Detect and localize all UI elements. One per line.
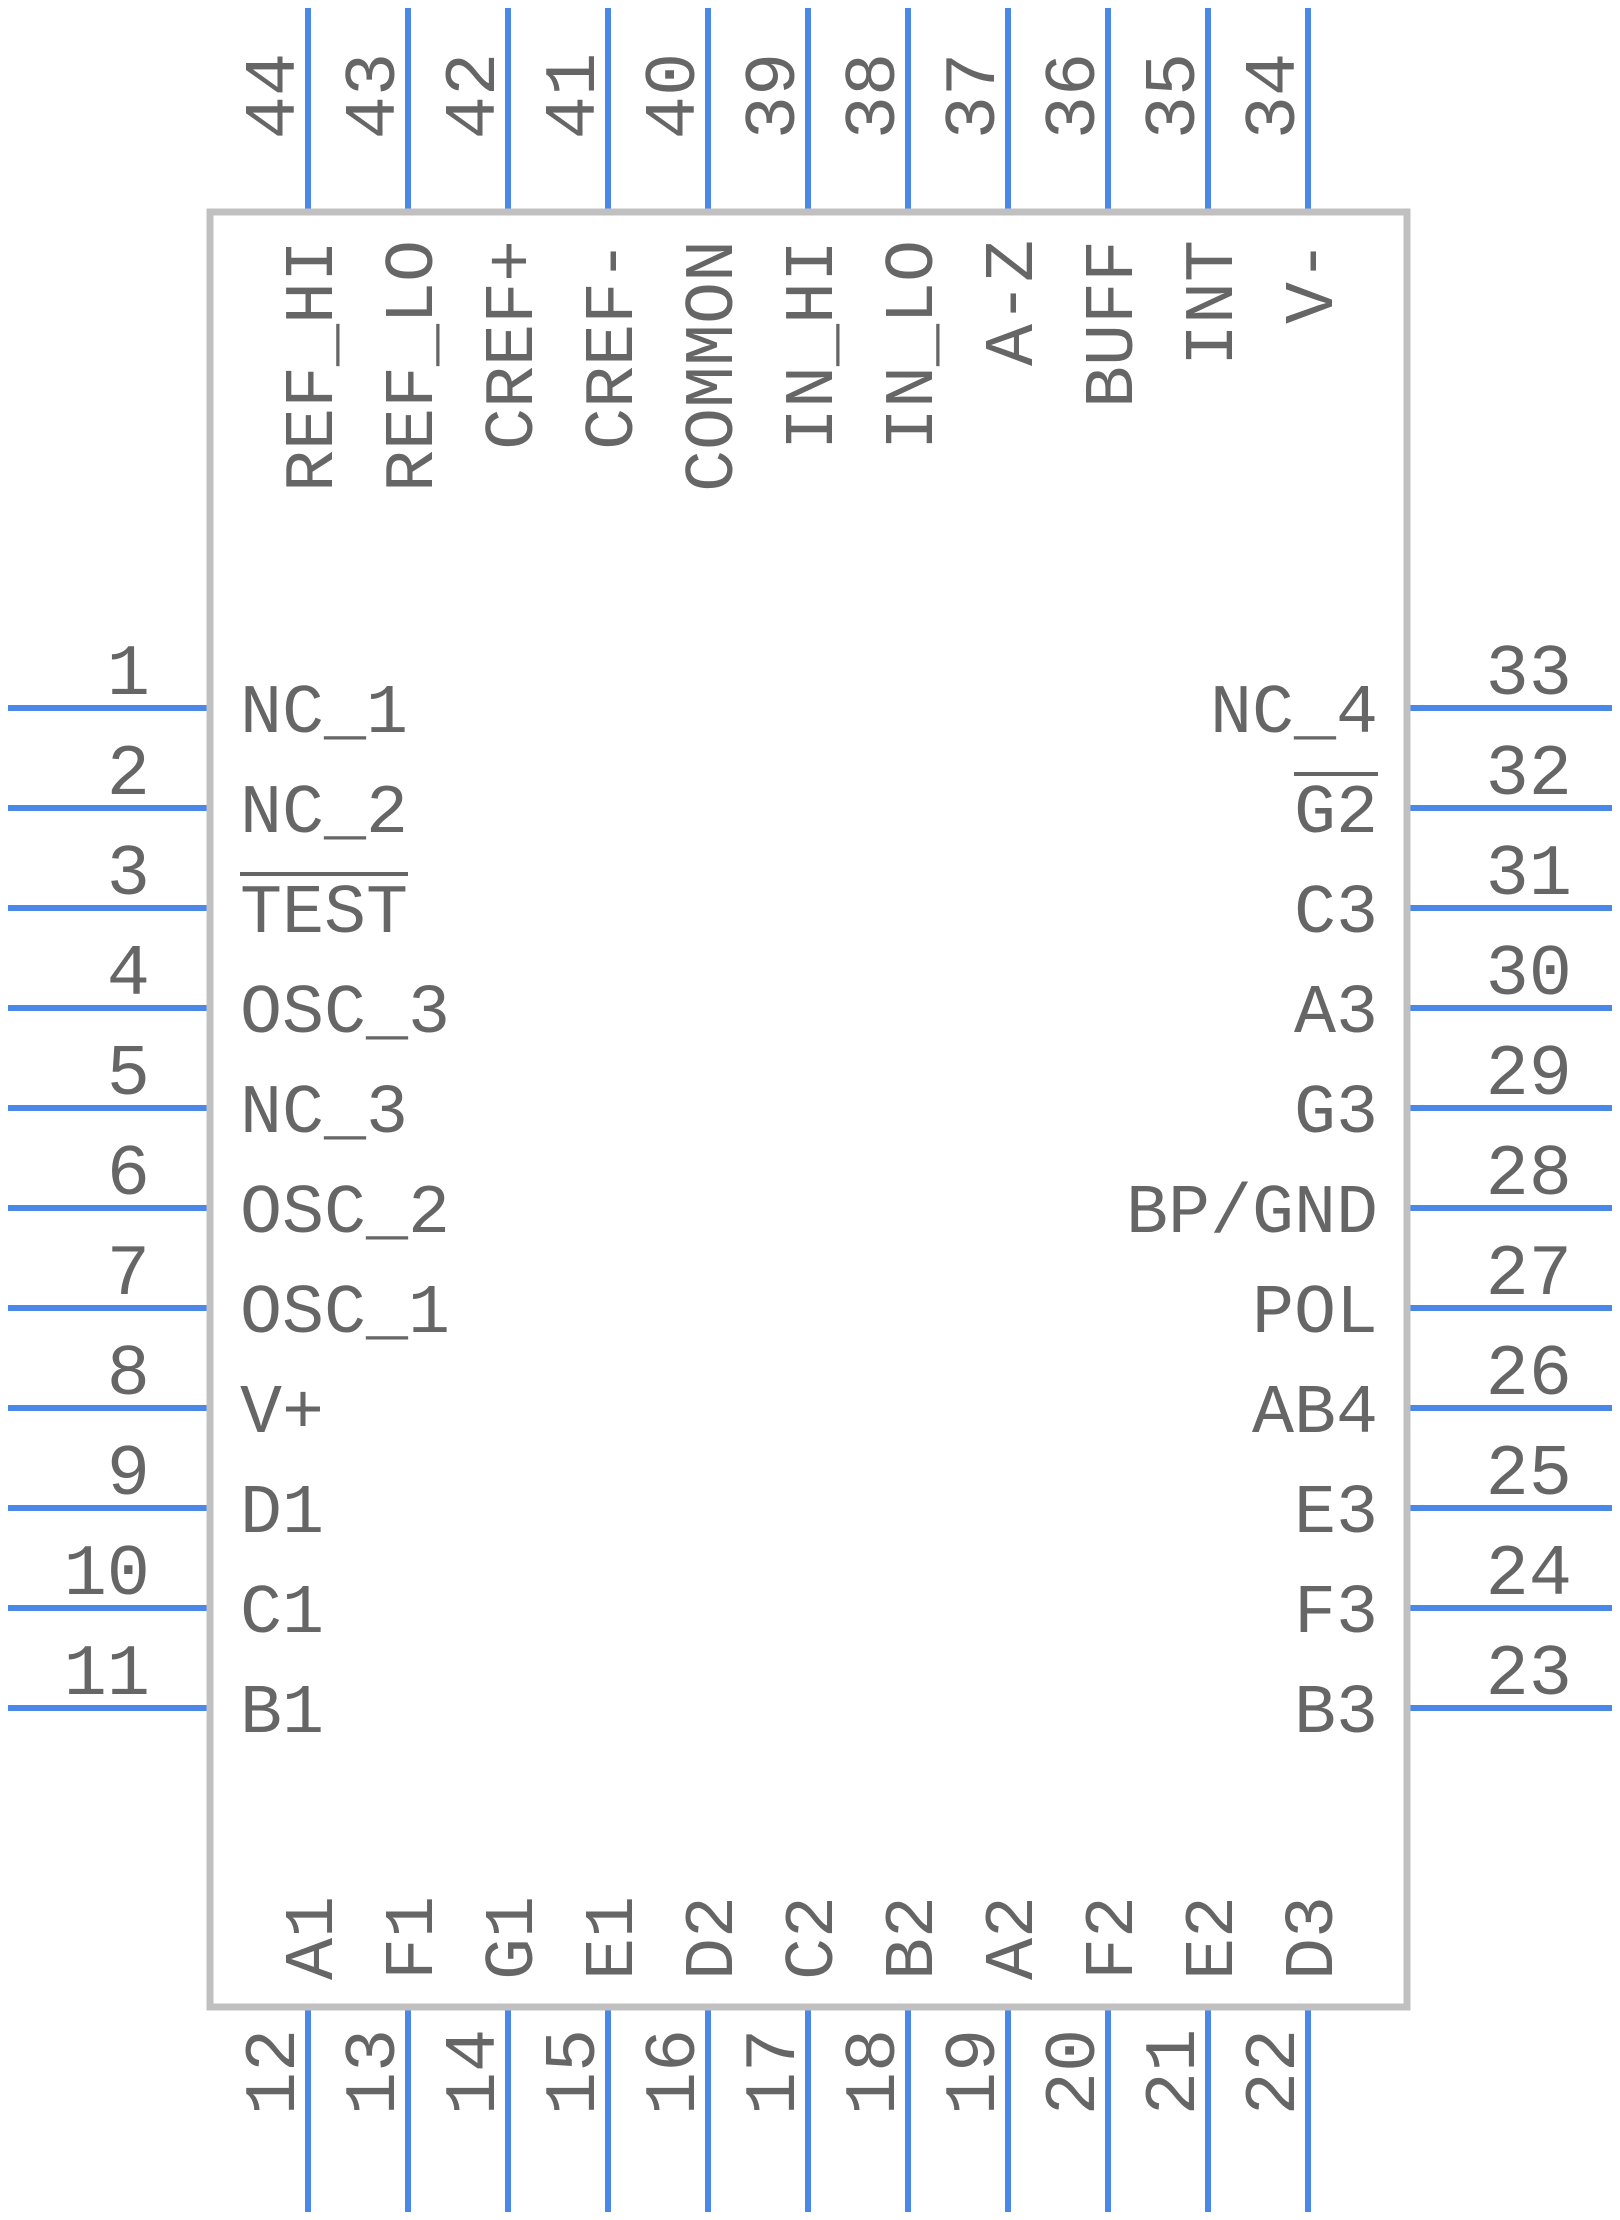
pin-30-label-a3: A3	[1294, 975, 1378, 1054]
pin-41-label-cref: CREF-	[575, 240, 654, 450]
pin-15-number: 15	[534, 2029, 616, 2115]
pin-36-number: 36	[1034, 53, 1116, 139]
pin-29-number: 29	[1486, 1034, 1572, 1116]
pin-21-label-e2: E2	[1175, 1896, 1254, 1980]
pin-33-label-nc-4: NC_4	[1210, 675, 1378, 754]
pin-40-number: 40	[634, 53, 716, 139]
pin-35-number: 35	[1134, 53, 1216, 139]
pin-42-label-cref: CREF+	[475, 240, 554, 450]
pin-1-label-nc-1: NC_1	[240, 675, 408, 754]
pin-12-number: 12	[234, 2029, 316, 2115]
pin-5-label-nc-3: NC_3	[240, 1075, 408, 1154]
pin-3-number: 3	[107, 834, 150, 916]
pins-layer	[8, 8, 1612, 2212]
pin-27-label-pol: POL	[1252, 1275, 1378, 1354]
pin-1-number: 1	[107, 634, 150, 716]
pin-35-label-int: INT	[1175, 240, 1254, 366]
pin-26-label-ab4: AB4	[1252, 1375, 1378, 1454]
pin-24-label-f3: F3	[1294, 1575, 1378, 1654]
pin-7-number: 7	[107, 1234, 150, 1316]
pin-10-number: 10	[64, 1534, 150, 1616]
ic-body	[206, 208, 1411, 2011]
pin-37-number: 37	[934, 53, 1016, 139]
pin-9-label-d1: D1	[240, 1475, 324, 1554]
pin-23-label-b3: B3	[1294, 1675, 1378, 1754]
pin-18-number: 18	[834, 2029, 916, 2115]
pin-43-number: 43	[334, 53, 416, 139]
pin-41-number: 41	[534, 53, 616, 139]
pin-6-label-osc-2: OSC_2	[240, 1175, 450, 1254]
pin-28-number: 28	[1486, 1134, 1572, 1216]
pin-12-label-a1: A1	[275, 1896, 354, 1980]
pin-38-label-in-lo: IN_LO	[875, 240, 954, 450]
pin-29-label-g3: G3	[1294, 1075, 1378, 1154]
pin-34-number: 34	[1234, 53, 1316, 139]
pin-13-label-f1: F1	[375, 1896, 454, 1980]
pin-28-label-bp-gnd: BP/GND	[1126, 1175, 1378, 1254]
pin-25-number: 25	[1486, 1434, 1572, 1516]
pin-32-number: 32	[1486, 734, 1572, 816]
pin-43-label-ref-lo: REF_LO	[375, 240, 454, 492]
pin-11-number: 11	[64, 1634, 150, 1716]
pin-16-number: 16	[634, 2029, 716, 2115]
pin-22-label-d3: D3	[1275, 1896, 1354, 1980]
pin-11-label-b1: B1	[240, 1675, 324, 1754]
pin-16-label-d2: D2	[675, 1896, 754, 1980]
pin-14-number: 14	[434, 2029, 516, 2115]
pin-36-label-buff: BUFF	[1075, 240, 1154, 408]
pin-25-label-e3: E3	[1294, 1475, 1378, 1554]
pin-4-number: 4	[107, 934, 150, 1016]
pin-34-label-v: V-	[1275, 240, 1354, 324]
pin-39-number: 39	[734, 53, 816, 139]
pin-14-label-g1: G1	[475, 1896, 554, 1980]
pin-38-number: 38	[834, 53, 916, 139]
pin-13-number: 13	[334, 2029, 416, 2115]
pin-32-label-g2: G2	[1294, 775, 1378, 854]
pin-19-label-a2: A2	[975, 1896, 1054, 1980]
pin-37-label-a-z: A-Z	[975, 240, 1054, 366]
pin-9-number: 9	[107, 1434, 150, 1516]
pin-22-number: 22	[1234, 2029, 1316, 2115]
pin-6-number: 6	[107, 1134, 150, 1216]
pin-19-number: 19	[934, 2029, 1016, 2115]
pin-27-number: 27	[1486, 1234, 1572, 1316]
pin-26-number: 26	[1486, 1334, 1572, 1416]
pin-42-number: 42	[434, 53, 516, 139]
pin-18-label-b2: B2	[875, 1896, 954, 1980]
pin-7-label-osc-1: OSC_1	[240, 1275, 450, 1354]
pin-15-label-e1: E1	[575, 1896, 654, 1980]
pin-4-label-osc-3: OSC_3	[240, 975, 450, 1054]
pin-20-label-f2: F2	[1075, 1896, 1154, 1980]
pin-17-number: 17	[734, 2029, 816, 2115]
pin-21-number: 21	[1134, 2029, 1216, 2115]
pin-3-label-test: TEST	[240, 875, 408, 954]
pin-10-label-c1: C1	[240, 1575, 324, 1654]
pin-39-label-in-hi: IN_HI	[775, 240, 854, 450]
pin-44-number: 44	[234, 53, 316, 139]
pin-33-number: 33	[1486, 634, 1572, 716]
pin-40-label-common: COMMON	[675, 240, 754, 492]
pin-2-label-nc-2: NC_2	[240, 775, 408, 854]
pin-23-number: 23	[1486, 1634, 1572, 1716]
pin-20-number: 20	[1034, 2029, 1116, 2115]
pin-44-label-ref-hi: REF_HI	[275, 240, 354, 492]
pin-8-label-v: V+	[240, 1375, 324, 1454]
pin-17-label-c2: C2	[775, 1896, 854, 1980]
pin-8-number: 8	[107, 1334, 150, 1416]
pin-30-number: 30	[1486, 934, 1572, 1016]
pin-24-number: 24	[1486, 1534, 1572, 1616]
pin-5-number: 5	[107, 1034, 150, 1116]
pin-2-number: 2	[107, 734, 150, 816]
pin-31-label-c3: C3	[1294, 875, 1378, 954]
pin-31-number: 31	[1486, 834, 1572, 916]
